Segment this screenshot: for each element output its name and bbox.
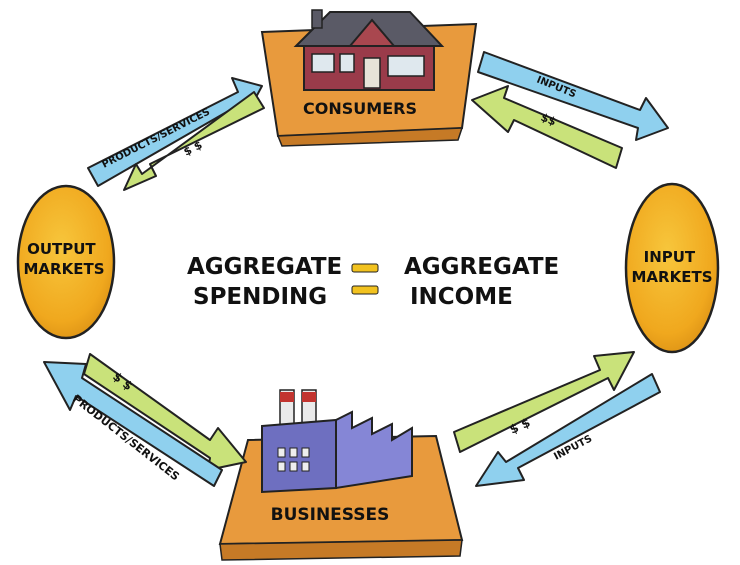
businesses-label: BUSINESSES bbox=[271, 505, 390, 525]
equation-right-line2: INCOME bbox=[410, 284, 513, 310]
arrow-dollars-top-right: $$ bbox=[471, 85, 623, 169]
equation-left-line2: SPENDING bbox=[193, 284, 327, 310]
factory-icon bbox=[261, 389, 413, 494]
consumers-node: CONSUMERS bbox=[260, 9, 478, 147]
arrow-products-services-top: PRODUCTS/SERVICES bbox=[87, 77, 263, 187]
svg-text:OUTPUT MARKETS: OUTPUT MARKETS bbox=[24, 240, 105, 278]
equation-left-line1: AGGREGATE bbox=[187, 254, 342, 280]
input-markets-coin bbox=[624, 182, 720, 354]
center-equation: AGGREGATE SPENDING AGGREGATE INCOME bbox=[187, 254, 567, 310]
output-markets-coin bbox=[16, 184, 116, 340]
input-markets-label-line1: INPUT bbox=[644, 248, 696, 266]
svg-text:AGGREGATE SPENDING: AGGREGATE SPENDING bbox=[187, 254, 350, 310]
svg-text:AGGREGATE INCOME: AGGREGATE INCOME bbox=[404, 254, 567, 310]
equation-right-line1: AGGREGATE bbox=[404, 254, 559, 280]
house-icon bbox=[293, 9, 445, 91]
output-markets-node: OUTPUT MARKETS bbox=[16, 184, 116, 340]
businesses-node: BUSINESSES bbox=[218, 389, 464, 561]
input-markets-node: INPUT MARKETS bbox=[624, 182, 720, 354]
output-markets-label-line1: OUTPUT bbox=[27, 240, 96, 258]
output-markets-label-line2: MARKETS bbox=[24, 260, 105, 278]
equals-sign bbox=[351, 263, 379, 295]
arrow-dollars-top-right-label: $$ bbox=[539, 111, 558, 129]
svg-text:INPUT MARKETS: INPUT MARKETS bbox=[632, 248, 713, 286]
consumers-label: CONSUMERS bbox=[303, 99, 417, 118]
input-markets-label-line2: MARKETS bbox=[632, 268, 713, 286]
